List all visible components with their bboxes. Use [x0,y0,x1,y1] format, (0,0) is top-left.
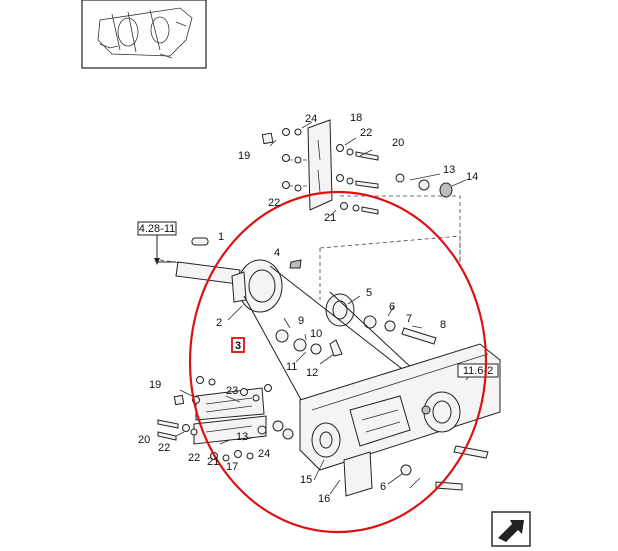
callout-24-upper: 24 [305,113,317,125]
reference-top-left-label: 4.28-11 [139,223,176,235]
callout-13-upper: 13 [443,164,455,176]
callout-17: 17 [226,461,238,473]
callout-22-c: 22 [158,442,170,454]
callout-14: 14 [466,171,478,183]
callout-12: 12 [306,367,318,379]
callout-11: 11 [286,361,297,373]
drive-belt [243,265,445,453]
drive-shaft-and-pulley [159,235,461,365]
callout-6-lower: 6 [380,481,386,493]
callout-19-lower: 19 [149,379,161,391]
callout-19-upper: 19 [238,150,250,162]
callout-24-lower: 24 [258,448,270,460]
callout-16: 16 [318,493,330,505]
callout-20-lower: 20 [138,434,150,446]
machine-overview-thumbnail[interactable] [81,0,207,69]
callout-4: 4 [274,247,280,259]
callout-23: 23 [226,385,238,397]
callout-7: 7 [406,313,412,325]
callout-2: 2 [216,317,222,329]
callout-15: 15 [300,474,312,486]
upper-bracket-assembly [261,119,467,262]
callout-9: 9 [298,315,304,327]
callout-21-upper: 21 [324,212,336,224]
reference-right-label: 11.6-2 [463,365,493,377]
callout-20-upper: 20 [392,137,404,149]
callout-22-a: 22 [360,127,372,139]
callout-13-lower: 13 [236,431,248,443]
callout-22-d: 22 [188,452,200,464]
callout-5: 5 [366,287,372,299]
callout-6-upper: 6 [389,301,395,313]
callout-21-lower: 21 [207,456,219,468]
callout-1: 1 [218,231,224,243]
highlighted-callout[interactable]: 3 [231,337,245,353]
callout-numbers: 1 2 4 5 6 7 8 9 10 11 12 13 14 13 15 16 … [138,112,478,505]
arrow-next-page-icon[interactable] [491,511,531,547]
lower-tensioner-assembly [299,343,501,497]
callout-22-b: 22 [268,197,280,209]
highlighted-callout-label: 3 [235,340,241,352]
callout-18: 18 [350,112,362,124]
reference-box-right[interactable]: 11.6-2 [457,363,499,378]
callout-8: 8 [440,319,446,331]
callout-10: 10 [310,328,322,340]
reference-box-top-left[interactable]: 4.28-11 [137,221,177,265]
highlight-circle [188,190,488,534]
